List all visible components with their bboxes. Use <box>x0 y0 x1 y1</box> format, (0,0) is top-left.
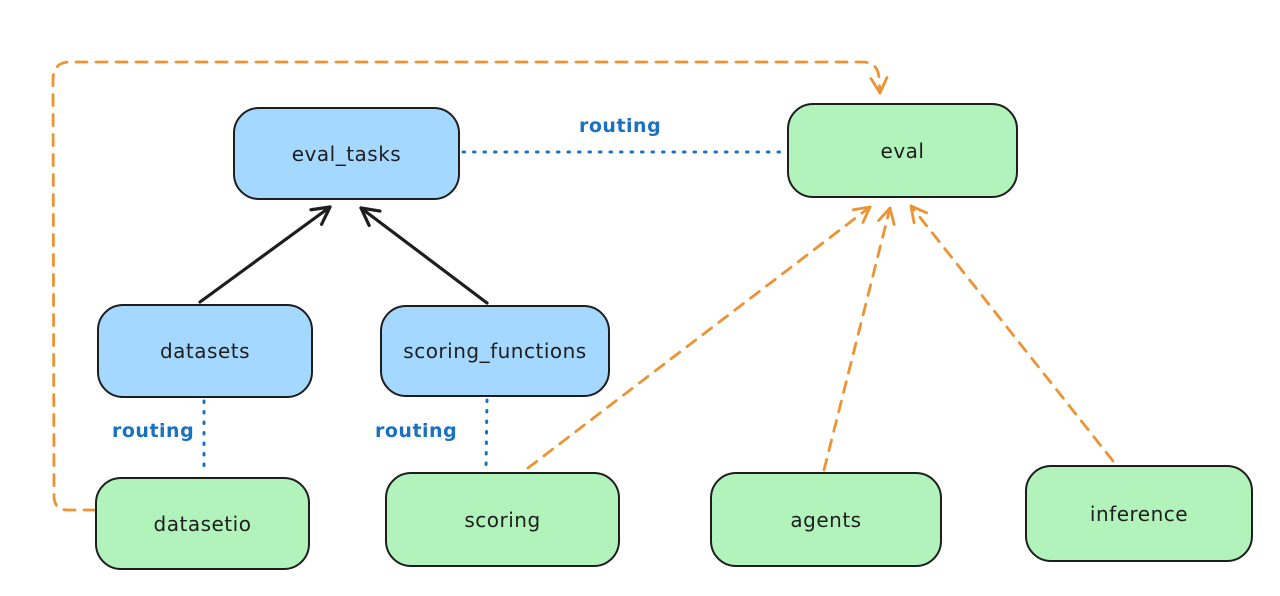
edge-label-routing-datasets: routing <box>112 420 195 442</box>
edge-scoring-functions-to-scoring-routing <box>484 398 489 471</box>
node-agents: agents <box>710 472 942 567</box>
node-datasetio: datasetio <box>95 477 310 570</box>
edge-agents-to-eval <box>822 206 896 472</box>
edge-label-routing-scoring: routing <box>375 420 458 442</box>
node-scoring-functions-label: scoring_functions <box>403 339 587 363</box>
edge-label-routing-top: routing <box>579 115 662 137</box>
node-inference-label: inference <box>1089 501 1189 526</box>
edge-scoring-to-eval <box>526 205 872 470</box>
edge-datasetio-to-eval <box>51 60 889 512</box>
node-scoring-functions: scoring_functions <box>380 305 610 397</box>
node-scoring: scoring <box>385 472 620 567</box>
node-eval-tasks: eval_tasks <box>233 107 460 200</box>
node-inference: inference <box>1025 465 1253 562</box>
node-agents-label: agents <box>790 507 862 532</box>
edge-inference-to-eval <box>909 204 1115 463</box>
node-eval: eval <box>787 103 1018 198</box>
node-scoring-label: scoring <box>464 507 541 532</box>
node-datasetio-label: datasetio <box>153 511 252 536</box>
node-datasets-label: datasets <box>159 339 251 363</box>
node-eval-label: eval <box>880 138 925 163</box>
edge-scoring-functions-to-eval-tasks <box>359 206 489 305</box>
node-eval-tasks-label: eval_tasks <box>291 141 402 166</box>
edge-datasets-to-eval-tasks <box>198 205 332 304</box>
node-datasets: datasets <box>97 304 313 398</box>
